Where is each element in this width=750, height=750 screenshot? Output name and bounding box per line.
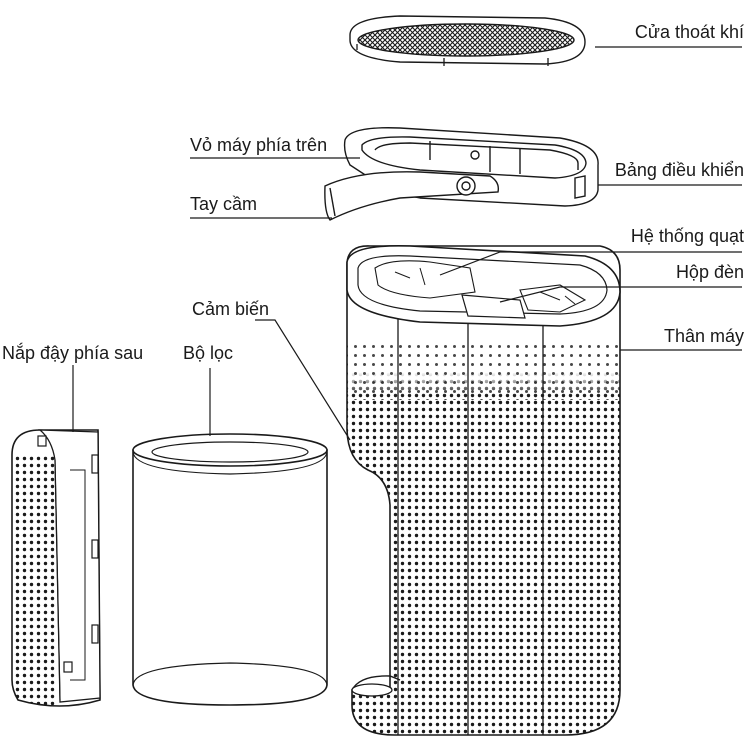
handle-part xyxy=(324,171,500,221)
back-cover-part xyxy=(11,429,101,707)
label-sensor: Cảm biến xyxy=(192,299,270,319)
label-control-panel: Bảng điều khiển xyxy=(614,160,744,180)
label-main-body: Thân máy xyxy=(663,326,744,346)
exhaust-cover-part xyxy=(349,15,586,66)
leader-sensor xyxy=(255,319,351,441)
filter-part xyxy=(132,433,328,706)
label-filter: Bộ lọc xyxy=(183,343,234,363)
label-exhaust-cover: Cửa thoát khí xyxy=(634,22,744,42)
leader-light-box xyxy=(499,286,742,303)
leader-fan-system xyxy=(439,251,742,276)
label-handle: Tay cầm xyxy=(190,194,258,214)
main-body-part xyxy=(346,245,621,736)
label-back-cover: Nắp đậy phía sau xyxy=(2,343,144,363)
label-fan-system: Hệ thống quạt xyxy=(630,226,744,246)
label-light-box: Hộp đèn xyxy=(675,262,744,282)
leader-lines xyxy=(72,46,742,441)
label-top-casing: Vỏ máy phía trên xyxy=(190,135,328,155)
